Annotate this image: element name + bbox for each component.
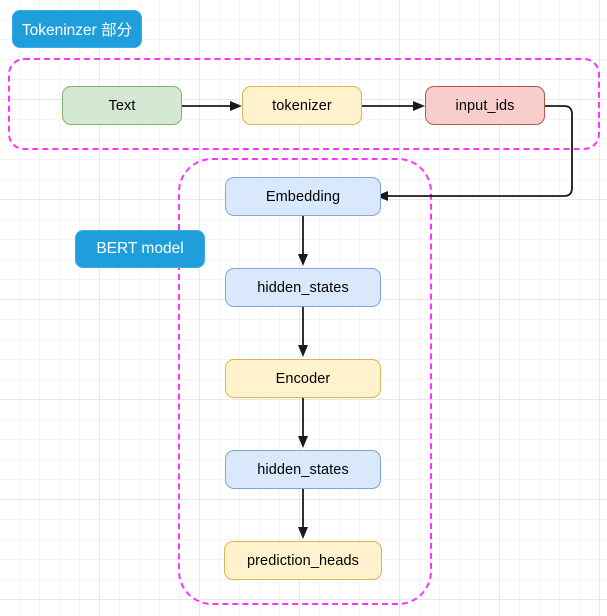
node-input-ids-label: input_ids [455,97,515,114]
group-label-tokenizer[interactable]: Tokeninzer 部分 [12,10,142,48]
group-tokenizer-boundary [8,58,600,150]
group-label-bert-model-text: BERT model [96,240,184,257]
node-embedding-label: Embedding [265,188,341,205]
edge-input-ids-to-embedding-arrowhead [374,186,396,208]
node-encoder[interactable]: Encoder [225,359,381,398]
edge-tokenizer-to-input-ids [361,92,429,120]
group-label-tokenizer-text: Tokeninzer 部分 [21,22,133,39]
edge-text-to-tokenizer [182,92,246,120]
node-hidden-states-2-label: hidden_states [257,461,349,478]
node-input-ids[interactable]: input_ids [425,86,545,125]
node-hidden-states-2[interactable]: hidden_states [225,450,381,489]
node-prediction-heads[interactable]: prediction_heads [224,541,382,580]
node-embedding[interactable]: Embedding [225,177,381,216]
group-bert-boundary [178,158,432,605]
node-prediction-heads-label: prediction_heads [246,552,360,569]
edge-hidden-states-2-to-prediction-heads [292,489,316,542]
edge-hidden-states-1-to-encoder [292,307,316,360]
edge-input-ids-to-embedding [380,100,602,204]
node-text-label: Text [108,97,136,114]
node-tokenizer[interactable]: tokenizer [242,86,362,125]
node-hidden-states-1[interactable]: hidden_states [225,268,381,307]
node-encoder-label: Encoder [275,370,331,387]
group-label-bert-model[interactable]: BERT model [75,230,205,268]
edge-embedding-to-hidden-states-1 [292,215,316,269]
node-hidden-states-1-label: hidden_states [257,279,349,296]
edge-encoder-to-hidden-states-2 [292,398,316,451]
node-text[interactable]: Text [62,86,182,125]
node-tokenizer-label: tokenizer [272,97,332,114]
